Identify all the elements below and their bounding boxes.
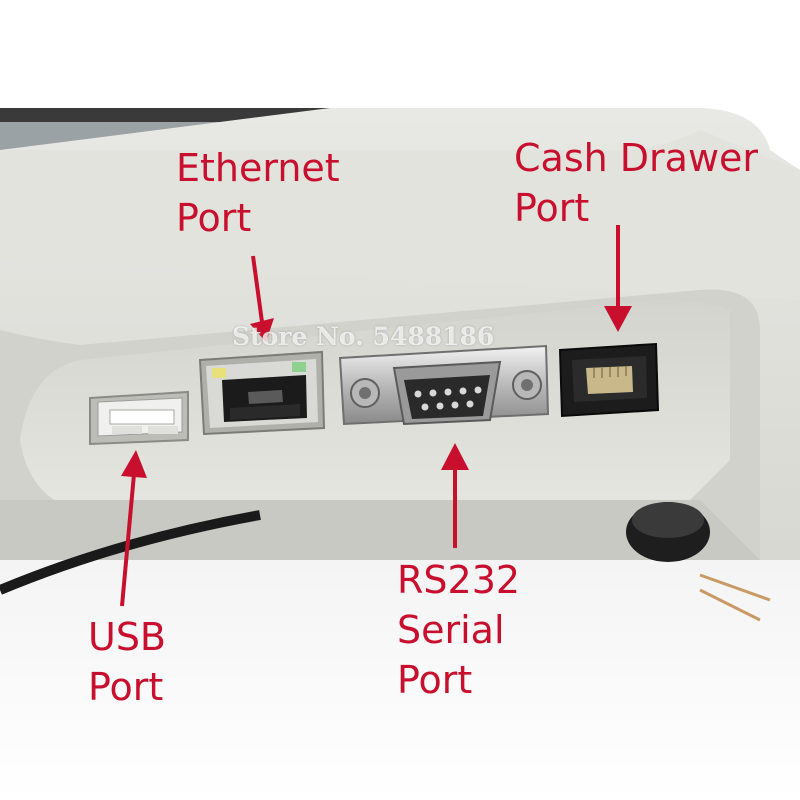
label-line: Port	[397, 658, 473, 702]
label-rs232-port: RS232 Serial Port	[397, 555, 520, 705]
table-surface	[0, 560, 800, 800]
watermark-text: Store No. 5488186	[232, 322, 495, 351]
label-ethernet-port: Ethernet Port	[176, 143, 340, 243]
copper-wires	[699, 573, 771, 622]
label-line: Port	[176, 196, 252, 240]
label-line: RS232	[397, 558, 521, 602]
arrow-cash-drawer	[604, 225, 632, 332]
arrow-rs232	[441, 443, 469, 548]
label-usb-port: USB Port	[88, 612, 166, 712]
usb-port	[89, 390, 189, 446]
arrow-ethernet	[250, 255, 274, 342]
label-line: USB	[88, 615, 167, 659]
black-cable	[0, 510, 261, 595]
arrow-usb	[120, 450, 147, 607]
rubber-foot-top	[632, 502, 704, 538]
label-line: Ethernet	[176, 146, 340, 190]
label-line: Port	[88, 665, 164, 709]
label-line: Cash Drawer	[514, 136, 759, 180]
device-top-shelf	[0, 130, 800, 300]
rs232-port	[338, 344, 550, 426]
ethernet-port	[198, 350, 326, 436]
top-white-area	[0, 0, 800, 108]
label-line: Serial	[397, 608, 505, 652]
cash-drawer-port	[558, 342, 660, 418]
label-cash-drawer-port: Cash Drawer Port	[514, 133, 758, 233]
device-base-edge	[0, 500, 760, 560]
label-line: Port	[514, 186, 590, 230]
